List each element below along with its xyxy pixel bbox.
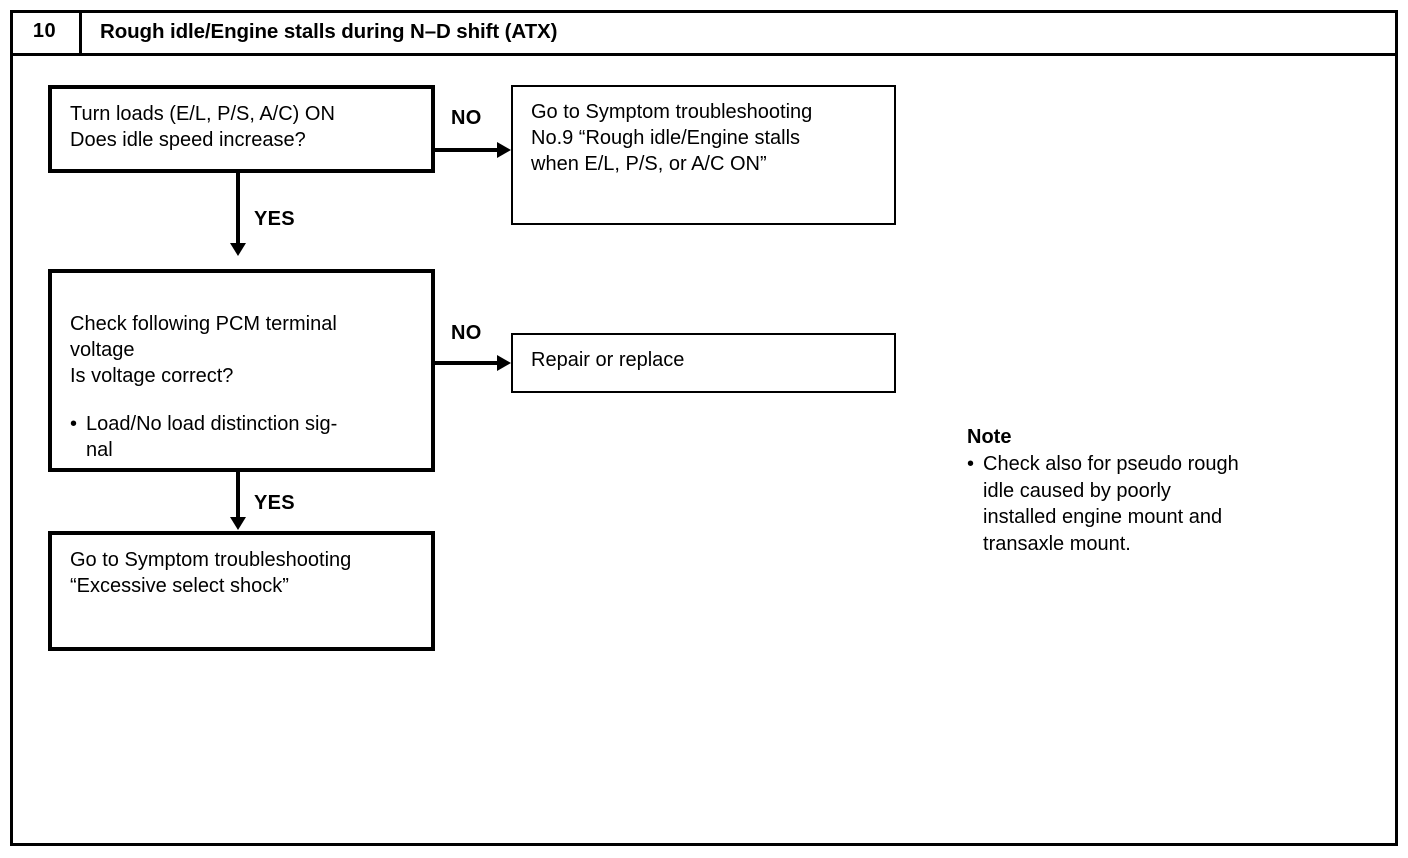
check-pcm-bullet-text: Load/No load distinction sig- nal	[86, 413, 338, 461]
arrow-right-icon-to-repair-replace	[497, 355, 511, 371]
page-frame	[10, 10, 1398, 846]
note-bullet-item: • Check also for pseudo rough idle cause…	[967, 451, 1327, 557]
connector-line-turn-loads-to-check-pcm	[236, 173, 240, 245]
branch-label-no-check-pcm: NO	[451, 322, 482, 344]
flow-node-turn-loads: Turn loads (E/L, P/S, A/C) ON Does idle …	[48, 85, 435, 173]
arrow-down-icon-to-goto-select	[230, 517, 246, 530]
arrow-down-icon-to-check-pcm	[230, 243, 246, 256]
flow-node-repair-or-replace: Repair or replace	[511, 333, 896, 393]
header-item-number: 10	[10, 10, 82, 53]
note-title: Note	[967, 426, 1012, 448]
arrow-right-icon-to-goto-no9	[497, 142, 511, 158]
check-pcm-question-text: Check following PCM terminal voltage Is …	[70, 313, 337, 387]
flow-node-goto-symptom-no9: Go to Symptom troubleshooting No.9 “Roug…	[511, 85, 896, 225]
branch-label-yes-check-pcm: YES	[254, 492, 295, 514]
page-header: 10 Rough idle/Engine stalls during N–D s…	[10, 10, 1398, 56]
bullet-dot-icon: •	[70, 413, 78, 435]
branch-label-no-turn-loads: NO	[451, 107, 482, 129]
branch-label-yes-turn-loads: YES	[254, 208, 295, 230]
connector-line-check-pcm-to-goto-select	[236, 472, 240, 519]
connector-line-check-pcm-to-repair-replace	[435, 361, 500, 365]
note-text: Check also for pseudo rough idle caused …	[983, 453, 1239, 555]
note-bullet-dot-icon: •	[967, 453, 975, 476]
flow-node-goto-excessive-select-shock: Go to Symptom troubleshooting “Excessive…	[48, 531, 435, 651]
connector-line-turn-loads-to-goto-no9	[435, 148, 500, 152]
note-block: Note • Check also for pseudo rough idle …	[967, 424, 1327, 557]
flow-node-check-pcm-terminal-voltage: Check following PCM terminal voltage Is …	[48, 269, 435, 472]
check-pcm-bullet-item: • Load/No load distinction sig- nal	[70, 411, 415, 463]
page-title: Rough idle/Engine stalls during N–D shif…	[100, 19, 558, 43]
